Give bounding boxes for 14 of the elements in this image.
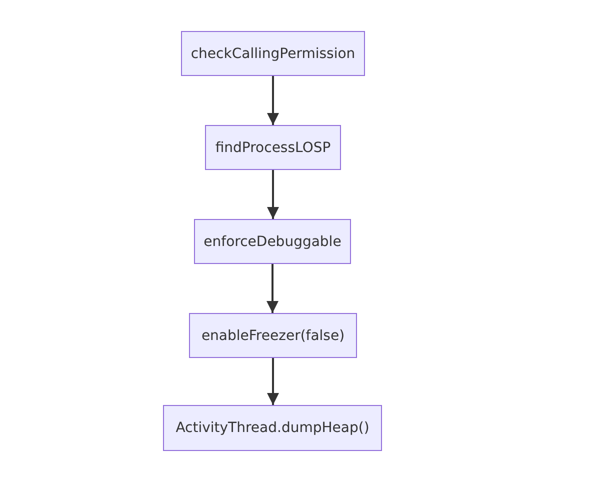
node-label: findProcessLOSP [215,140,331,156]
arrow [267,76,279,125]
node-label: checkCallingPermission [190,46,356,62]
arrow [266,264,278,313]
node-label: enableFreezer(false) [201,328,345,344]
arrow [267,358,279,405]
node-label: enforceDebuggable [204,234,342,250]
node-label: ActivityThread.dumpHeap() [176,420,370,436]
process-box [181,31,365,76]
process-box [194,219,351,264]
process-box [205,125,341,170]
process-box [163,405,382,451]
process-box [189,313,357,358]
arrow [267,170,279,219]
